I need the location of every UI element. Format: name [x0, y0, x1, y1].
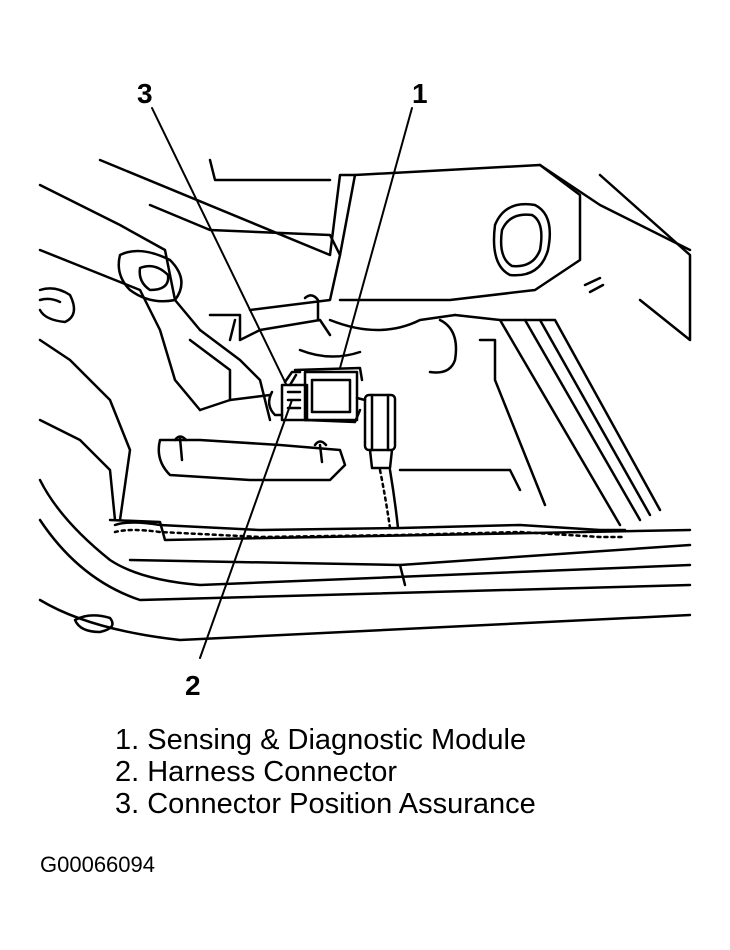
- inline-fuse-holder: [355, 393, 397, 470]
- leader-line-3: [151, 107, 287, 385]
- legend-item-2: 2. Harness Connector: [115, 756, 398, 788]
- legend-item-1: 1. Sensing & Diagnostic Module: [115, 724, 527, 756]
- leader-line-2: [199, 399, 293, 659]
- figure-id: G00066094: [40, 852, 155, 877]
- leader-line-1: [339, 107, 413, 369]
- leader-lines: [151, 107, 413, 659]
- left-structure: [38, 183, 272, 522]
- vehicle-floor-diagram: [38, 107, 692, 659]
- legend-item-3: 3. Connector Position Assurance: [115, 788, 536, 820]
- callout-1: 1: [412, 78, 428, 109]
- floor-pan: [157, 294, 662, 527]
- callout-2: 2: [185, 670, 201, 701]
- upper-body-panel: [98, 158, 692, 342]
- access-hole: [492, 202, 605, 294]
- legend: 1. Sensing & Diagnostic Module 2. Harnes…: [115, 724, 536, 820]
- harness-connector: [267, 383, 309, 422]
- rear-sill: [38, 478, 692, 642]
- sensing-diagnostic-module: [293, 366, 364, 424]
- wiring-harness: [113, 468, 627, 539]
- callout-3: 3: [137, 78, 153, 109]
- connector-position-assurance: [283, 370, 302, 387]
